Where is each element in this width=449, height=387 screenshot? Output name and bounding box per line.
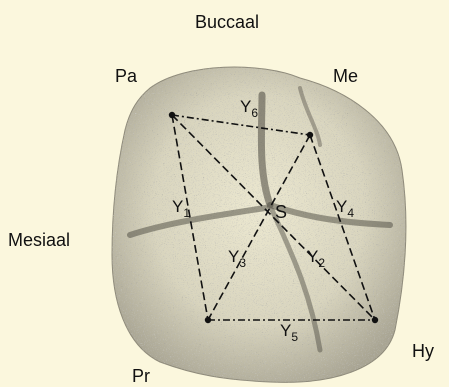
point-hy (372, 317, 378, 323)
label-me: Me (333, 66, 358, 86)
label-mesiaal: Mesiaal (8, 230, 70, 250)
point-pr (205, 317, 211, 323)
label-hy: Hy (412, 341, 434, 361)
label-buccaal: Buccaal (195, 12, 259, 32)
label-center-s: S (275, 202, 287, 222)
tooth-crown (112, 67, 406, 382)
label-pa: Pa (115, 66, 138, 86)
point-me (307, 132, 313, 138)
point-pa (169, 112, 175, 118)
label-pr: Pr (132, 366, 150, 386)
